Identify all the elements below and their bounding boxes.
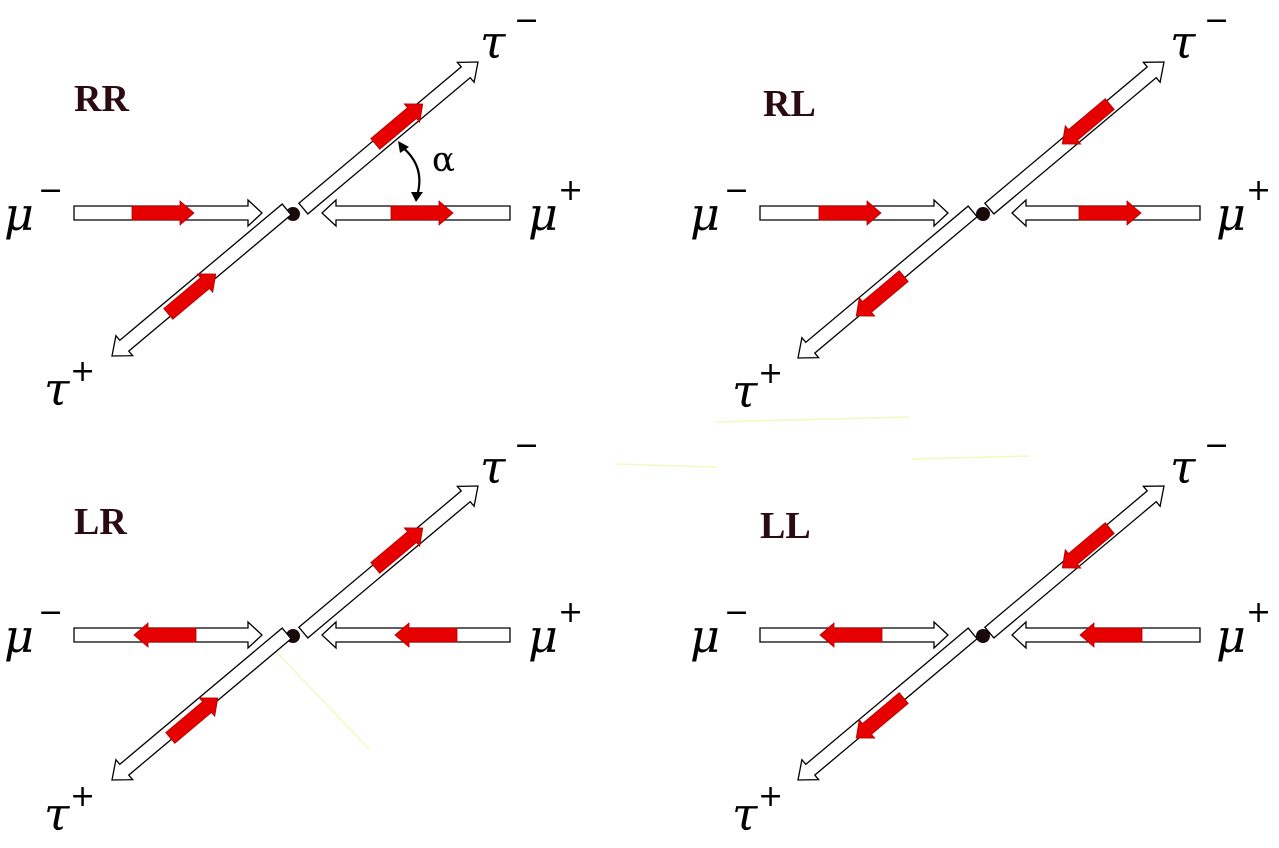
panel-ll: LL μ − μ + τ − τ + xyxy=(690,428,1271,841)
tau-plus-label: τ + xyxy=(732,779,783,841)
svg-text:+: + xyxy=(70,354,95,389)
svg-text:−: − xyxy=(724,595,749,630)
svg-text:−: − xyxy=(514,428,539,463)
svg-text:μ: μ xyxy=(690,609,720,663)
mode-label: LR xyxy=(74,501,127,543)
mu-plus-label: μ + xyxy=(528,173,583,241)
mu-plus-spin-arrow xyxy=(1078,200,1142,226)
mu-plus-label: μ + xyxy=(528,595,583,663)
mu-minus-spin-arrow xyxy=(819,622,883,648)
svg-text:−: − xyxy=(1204,428,1229,463)
svg-text:μ: μ xyxy=(4,609,34,663)
mu-minus-label: μ − xyxy=(690,595,749,663)
svg-text:−: − xyxy=(38,173,63,208)
svg-text:τ: τ xyxy=(1170,440,1197,494)
panel-lr: LR μ − μ + τ − τ + xyxy=(4,428,583,841)
angle-alpha-indicator: α xyxy=(398,140,455,202)
mu-plus-label: μ + xyxy=(1216,173,1271,241)
mode-label: RR xyxy=(74,78,129,120)
svg-text:μ: μ xyxy=(528,187,558,241)
mu-plus-spin-arrow xyxy=(390,200,454,226)
panel-rr: RR μ − μ + τ − τ + xyxy=(4,3,583,416)
mu-minus-spin-arrow xyxy=(818,200,882,226)
svg-text:τ: τ xyxy=(1170,15,1197,69)
panel-rl: RL μ − μ + τ − τ + xyxy=(690,3,1271,418)
svg-text:+: + xyxy=(758,779,783,814)
tau-minus-label: τ − xyxy=(480,3,539,69)
svg-text:τ: τ xyxy=(732,787,759,841)
tau-plus-label: τ + xyxy=(44,354,95,416)
mu-minus-label: μ − xyxy=(690,173,749,241)
svg-text:−: − xyxy=(724,173,749,208)
svg-text:τ: τ xyxy=(480,440,507,494)
svg-text:τ: τ xyxy=(44,787,71,841)
tau-plus-label: τ + xyxy=(732,356,783,418)
svg-text:τ: τ xyxy=(480,15,507,69)
mode-label: RL xyxy=(763,83,816,125)
svg-text:+: + xyxy=(758,356,783,391)
svg-text:τ: τ xyxy=(732,364,759,418)
interaction-point xyxy=(976,629,990,643)
svg-text:+: + xyxy=(1246,173,1271,208)
svg-text:−: − xyxy=(514,3,539,38)
tau-minus-label: τ − xyxy=(1170,3,1229,69)
mu-minus-spin-arrow xyxy=(133,622,197,648)
mu-plus-spin-arrow xyxy=(394,622,458,648)
svg-text:−: − xyxy=(1204,3,1229,38)
svg-text:+: + xyxy=(70,779,95,814)
mu-minus-label: μ − xyxy=(4,173,63,241)
angle-alpha-label: α xyxy=(432,140,455,180)
mu-plus-spin-arrow xyxy=(1079,622,1143,648)
tau-minus-label: τ − xyxy=(1170,428,1229,494)
tau-minus-label: τ − xyxy=(480,428,539,494)
interaction-point xyxy=(286,207,300,221)
faint-lines xyxy=(264,416,1031,751)
svg-text:μ: μ xyxy=(528,609,558,663)
svg-text:μ: μ xyxy=(4,187,34,241)
svg-text:+: + xyxy=(1246,595,1271,630)
mode-label: LL xyxy=(760,505,811,547)
svg-text:τ: τ xyxy=(44,362,71,416)
svg-text:+: + xyxy=(558,173,583,208)
tau-plus-label: τ + xyxy=(44,779,95,841)
mu-plus-label: μ + xyxy=(1216,595,1271,663)
svg-text:μ: μ xyxy=(690,187,720,241)
mu-minus-label: μ − xyxy=(4,595,63,663)
svg-text:+: + xyxy=(558,595,583,630)
svg-text:μ: μ xyxy=(1216,187,1246,241)
svg-text:μ: μ xyxy=(1216,609,1246,663)
svg-text:−: − xyxy=(38,595,63,630)
mu-minus-spin-arrow xyxy=(131,200,195,226)
interaction-point xyxy=(976,207,990,221)
